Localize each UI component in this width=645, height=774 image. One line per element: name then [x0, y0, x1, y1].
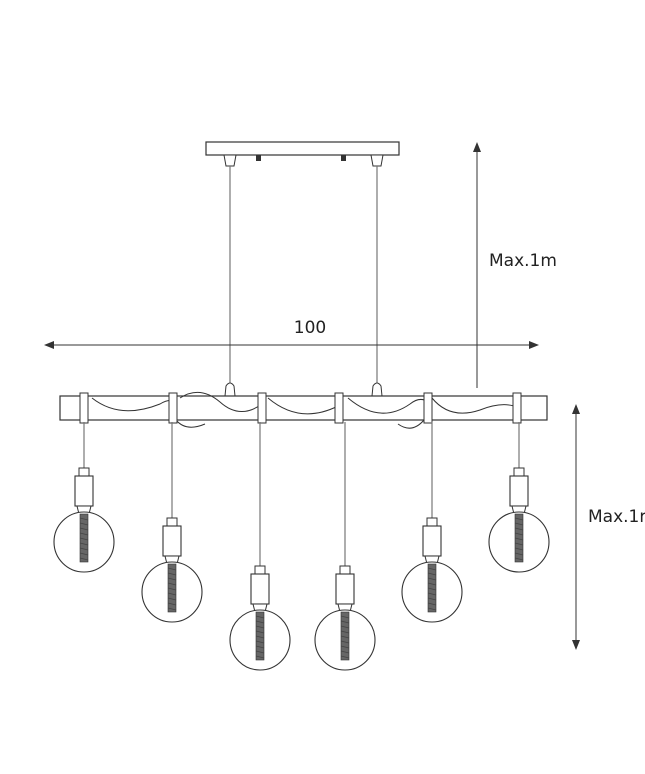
- filament: [255, 611, 265, 661]
- socket: [422, 525, 442, 557]
- socket: [74, 475, 94, 507]
- pendant-bulb-3: [229, 422, 291, 671]
- width-label: 100: [294, 318, 326, 338]
- pendant-bulb-2: [141, 422, 203, 623]
- socket-cap: [513, 467, 525, 477]
- socket-cap: [426, 517, 438, 527]
- socket: [335, 573, 355, 605]
- height-dimension-drop: Max.1r: [572, 404, 645, 650]
- width-dimension: 100: [44, 318, 539, 349]
- height-top-label: Max.1m: [489, 251, 557, 271]
- ceiling-canopy: [205, 141, 400, 167]
- wire-clamps: [79, 392, 522, 424]
- height-dimension-top: Max.1m: [473, 142, 557, 388]
- socket-cap: [339, 565, 351, 575]
- wire-loops: [91, 391, 515, 429]
- socket: [250, 573, 270, 605]
- socket: [162, 525, 182, 557]
- cable-grips: [224, 382, 383, 397]
- pendant-bulb-6: [488, 422, 550, 573]
- socket: [509, 475, 529, 507]
- socket-cap: [166, 517, 178, 527]
- suspension-cables: [229, 166, 378, 384]
- bulb-group: [53, 422, 550, 671]
- pendant-bulb-1: [53, 422, 115, 573]
- socket-cap: [78, 467, 90, 477]
- pendant-bulb-4: [314, 422, 376, 671]
- height-drop-label: Max.1r: [588, 507, 645, 527]
- beam: [59, 395, 548, 421]
- pendant-bulb-5: [401, 422, 463, 623]
- socket-cap: [254, 565, 266, 575]
